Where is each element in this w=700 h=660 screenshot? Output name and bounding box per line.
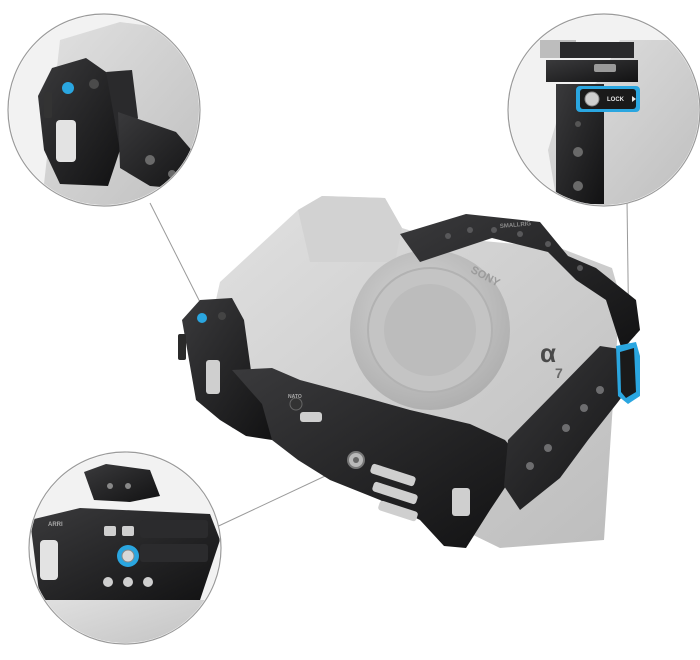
arri-label: ARRI [48,522,63,528]
callout-top-right: LOCK [507,13,700,207]
top-handle-rail [400,214,640,350]
model-digit: 7 [555,365,563,381]
nato-label-main: NATO [288,394,302,400]
accent-screw-left [197,313,207,323]
model-mark: α [540,338,556,368]
cage-brand-mark: SMALLRIG [500,221,532,230]
callout-bottom-left: ARRI [28,451,222,645]
right-side-plate [504,346,640,510]
main-product: SONY α 7 SMALLRIG NATO [178,196,640,548]
lock-label: LOCK [607,97,625,103]
callout-top-left [7,13,201,207]
left-side-plate [182,298,272,440]
accent-screw-zoom [62,82,74,94]
